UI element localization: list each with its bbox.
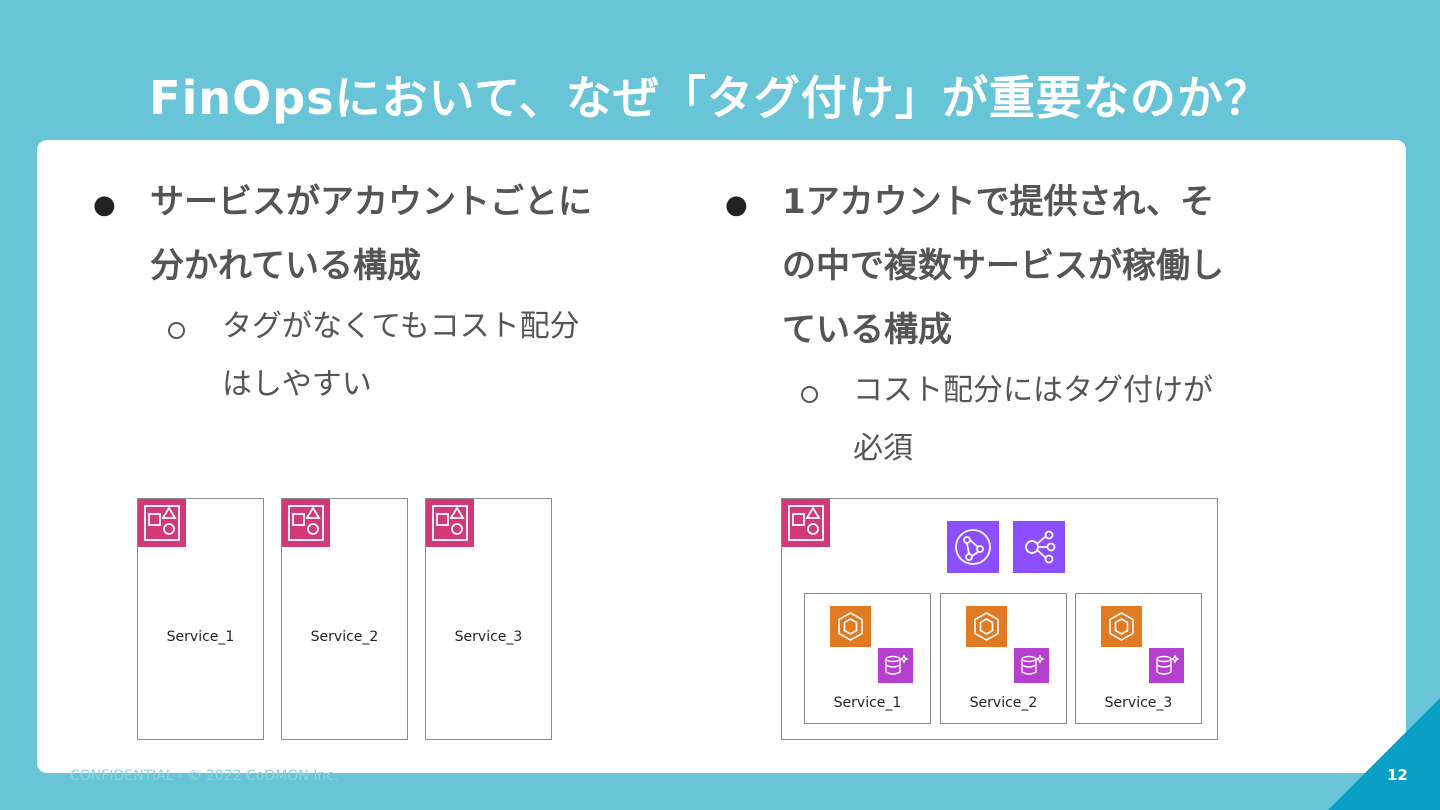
service-label: Service_2: [969, 695, 1038, 711]
left-bullet-text: サービスがアカウントごとに 分かれている構成: [150, 170, 592, 298]
account-icon: [138, 499, 186, 547]
account-icon: [426, 499, 474, 547]
cloudfront-icon: [947, 521, 999, 573]
compute-icon: [966, 606, 1007, 647]
account-icon: [282, 499, 330, 547]
sub-bullet-circle: [168, 322, 185, 339]
left-sub-line1: タグがなくてもコスト配分: [222, 309, 580, 344]
slide-title: FinOpsにおいて、なぜ「タグ付け」が重要なのか？: [149, 71, 1271, 125]
service-label: Service_3: [1104, 695, 1173, 711]
service-label: Service_3: [454, 629, 523, 645]
bullet-dot: ●: [725, 190, 748, 220]
account-box-3: Service_3: [425, 498, 552, 740]
database-icon: [878, 648, 913, 683]
page-number: 12: [1387, 766, 1408, 784]
right-sub-text: コスト配分にはタグ付けが 必須: [853, 362, 1213, 478]
compute-icon: [830, 606, 871, 647]
service-label: Service_1: [166, 629, 235, 645]
right-sub-line1: コスト配分にはタグ付けが: [853, 373, 1213, 408]
account-box-1: Service_1: [137, 498, 264, 740]
left-bullet-line2: 分かれている構成: [150, 246, 421, 286]
database-icon: [1014, 648, 1049, 683]
service-box-2: Service_2: [940, 593, 1067, 724]
account-box-2: Service_2: [281, 498, 408, 740]
service-box-1: Service_1: [804, 593, 931, 724]
left-bullet-line1: サービスがアカウントごとに: [150, 182, 592, 222]
load-balancer-icon: [1013, 521, 1065, 573]
single-account-box: Service_1 Service_2 Service_3: [781, 498, 1218, 740]
right-bullet-line2: の中で複数サービスが稼働し: [782, 246, 1224, 286]
service-label: Service_1: [833, 695, 902, 711]
left-sub-text: タグがなくてもコスト配分 はしやすい: [222, 298, 580, 414]
service-label: Service_2: [310, 629, 379, 645]
sub-bullet-circle: [801, 386, 818, 403]
service-box-3: Service_3: [1075, 593, 1202, 724]
right-bullet-line3: ている構成: [782, 310, 952, 350]
right-bullet-line1: 1アカウントで提供され、そ: [782, 182, 1214, 222]
right-bullet-text: 1アカウントで提供され、そ の中で複数サービスが稼働し ている構成: [782, 170, 1224, 362]
account-icon: [782, 499, 830, 547]
content-card: ● サービスがアカウントごとに 分かれている構成 タグがなくてもコスト配分 はし…: [37, 140, 1406, 773]
bullet-dot: ●: [93, 190, 116, 220]
database-icon: [1149, 648, 1184, 683]
compute-icon: [1101, 606, 1142, 647]
right-sub-line2: 必須: [853, 431, 913, 466]
left-sub-line2: はしやすい: [222, 367, 372, 402]
footer-confidential: CONFIDENTIAL - © 2022 CoDMON Inc.: [70, 768, 339, 784]
corner-triangle: [1328, 698, 1440, 810]
